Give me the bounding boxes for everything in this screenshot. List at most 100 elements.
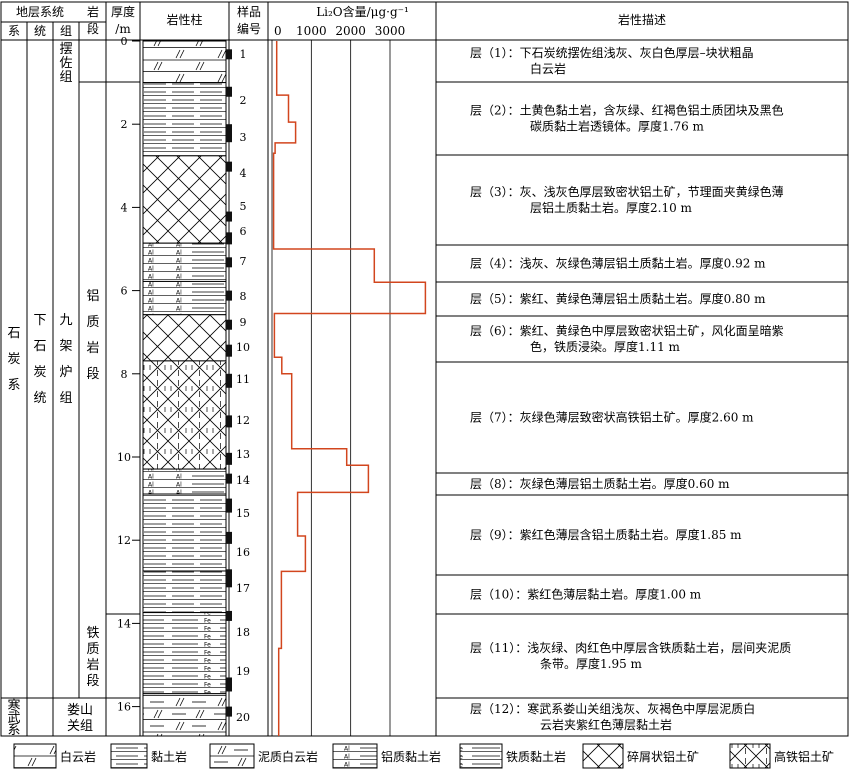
- strat-zu-main: 炉: [59, 365, 72, 380]
- strat-tong-main: 石: [33, 339, 46, 354]
- strat-zu-top: 组: [59, 70, 72, 85]
- lithology-layer-9: [142, 493, 227, 572]
- legend-swatch-high_fe: [729, 743, 771, 769]
- sample-marker: [226, 232, 232, 245]
- lithology-layer-6: [142, 314, 227, 362]
- sample-number: 11: [236, 373, 250, 386]
- sample-number: 18: [236, 626, 250, 639]
- header-xi: 系: [8, 24, 20, 38]
- sample-number: 9: [240, 316, 247, 329]
- sample-marker: [226, 531, 232, 544]
- strat-duan-fe: 质: [86, 642, 99, 657]
- layer-description-4: 层（4）：浅灰、灰绿色薄层铝土质黏土岩。厚度0.92 m: [470, 256, 766, 271]
- strat-zu-main: 九: [59, 313, 72, 328]
- legend-swatch-shaly_dolomite: [209, 743, 255, 769]
- sample-marker: [226, 373, 232, 388]
- sample-number: 1: [240, 48, 247, 61]
- header-yanduan-1: 岩: [87, 4, 99, 19]
- sample-marker: [226, 452, 232, 465]
- chart-x-tick-label: 3000: [375, 24, 406, 38]
- strat-zu-top: 摆: [59, 42, 72, 57]
- sample-number: 5: [240, 200, 247, 213]
- depth-tick-label: 16: [117, 701, 131, 714]
- layer-description-9: 层（9）：紫红色薄层含铝土质黏土岩。厚度1.85 m: [470, 527, 742, 542]
- lithology-layer-8: [142, 468, 227, 495]
- layer-description-11: 层（11）：浅灰绿、肉红色中厚层含铁质黏土岩，层间夹泥质: [470, 640, 791, 655]
- layer-description-6: 层（6）：紫红、黄绿色中厚层致密状铝土矿，风化面呈暗紫: [470, 323, 784, 338]
- header-sample-1: 样品: [237, 4, 261, 19]
- lithology-layer-1: [142, 40, 227, 84]
- layer-description-2: 层（2）：土黄色黏土岩，含灰绿、红褐色铝土质团块及黑色: [470, 103, 784, 118]
- lithology-column: [142, 40, 232, 737]
- sample-marker: [226, 415, 232, 428]
- header-li2o: Li₂O含量/μg·g⁻¹: [316, 4, 409, 19]
- sample-number: 15: [236, 507, 250, 520]
- legend-label-shaly_dolomite: 泥质白云岩: [258, 749, 318, 764]
- strat-duan-fe: 段: [86, 674, 99, 689]
- sample-marker: [226, 344, 232, 357]
- layer-description-10: 层（10）：紫红色薄层黏土岩。厚度1.00 m: [470, 587, 702, 602]
- sample-number: 19: [236, 665, 250, 678]
- layer-description-2: 碳质黏土岩透镜体。厚度1.76 m: [530, 119, 705, 134]
- layer-description-6: 色，铁质浸染。厚度1.11 m: [530, 339, 681, 354]
- depth-tick-label: 0: [121, 35, 128, 48]
- sample-marker: [226, 86, 232, 97]
- layer-description-12: 云岩夹紫红色薄层黏土岩: [540, 717, 672, 732]
- strat-xi-main: 系: [7, 378, 20, 393]
- strat-zu-bottom-2: 关组: [67, 719, 93, 734]
- depth-tick-label: 4: [121, 201, 128, 214]
- legend-swatch-clay: [110, 743, 148, 769]
- layer-description-3: 层（3）：灰、浅灰色厚层致密状铝土矿，节理面夹黄绿色薄: [470, 184, 784, 199]
- depth-tick-label: 12: [117, 534, 131, 547]
- sample-number: 8: [240, 290, 247, 303]
- lithology-layer-3: [142, 155, 227, 244]
- depth-tick-label: 14: [117, 617, 131, 630]
- sample-number: 14: [236, 474, 250, 487]
- table-grid: [0, 1, 849, 737]
- sample-number: 7: [240, 255, 247, 268]
- sample-marker: [226, 610, 232, 621]
- lithology-layer-11: [142, 612, 227, 695]
- strat-tong-main: 统: [33, 391, 46, 406]
- sample-number: 13: [236, 448, 250, 461]
- header-column: 岩性柱: [166, 12, 202, 27]
- legend-swatch-fe_clay: [459, 743, 503, 769]
- strat-tong-main: 下: [33, 313, 46, 328]
- sample-marker: [226, 473, 232, 484]
- layer-description-1: 层（1）：下石炭统摆佐组浅灰、灰白色厚层–块状粗晶: [470, 45, 754, 60]
- sample-marker: [226, 498, 232, 513]
- sample-marker: [226, 569, 232, 588]
- legend-swatch-al_clay: [332, 743, 378, 769]
- strat-xi-bottom: 寒: [7, 698, 20, 714]
- sample-number: 6: [240, 225, 247, 238]
- legend-label-al_clay: 铝质黏土岩: [381, 749, 441, 764]
- strat-zu-top: 佐: [59, 56, 72, 71]
- depth-tick-label: 8: [121, 368, 128, 381]
- legend-swatch-dolomite: [13, 743, 57, 769]
- lithology-layer-10: [142, 570, 227, 614]
- header-tong: 统: [34, 24, 46, 38]
- sample-number: 16: [236, 546, 250, 559]
- legend-label-high_fe: 高铁铝土矿: [774, 749, 834, 764]
- chart-x-tick-label: 1000: [296, 24, 327, 38]
- legend-swatch-clastic: [582, 743, 624, 769]
- legend-label-clastic: 碎屑状铝土矿: [627, 749, 699, 764]
- table-labels: 地层系统系统组岩段厚度/m岩性柱样品编号Li₂O含量/μg·g⁻¹岩性描述石炭系…: [7, 4, 791, 738]
- strat-duan-al: 岩: [86, 341, 99, 356]
- strat-duan-al: 段: [86, 367, 99, 382]
- strat-duan-al: 铝: [86, 289, 99, 304]
- chart-x-tick-label: 2000: [335, 24, 366, 38]
- sample-number: 12: [236, 414, 250, 427]
- sample-marker: [226, 124, 232, 143]
- legend-label-fe_clay: 铁质黏土岩: [506, 749, 566, 764]
- depth-tick-label: 2: [121, 118, 128, 131]
- layer-description-3: 层铝土质黏土岩。厚度2.10 m: [530, 200, 693, 215]
- layer-description-5: 层（5）：紫红、黄绿色薄层铝土质黏土岩。厚度0.80 m: [470, 291, 766, 306]
- table-frame: [0, 1, 849, 737]
- sample-number: 10: [236, 341, 250, 354]
- layer-description-12: 层（12）：寒武系娄山关组浅灰、灰褐色中厚层泥质白: [470, 701, 755, 716]
- sample-marker: [226, 677, 232, 692]
- sample-marker: [226, 211, 232, 222]
- layer-description-7: 层（7）：灰绿色薄层致密状高铁铝土矿。厚度2.60 m: [470, 410, 754, 425]
- sample-marker: [226, 161, 232, 172]
